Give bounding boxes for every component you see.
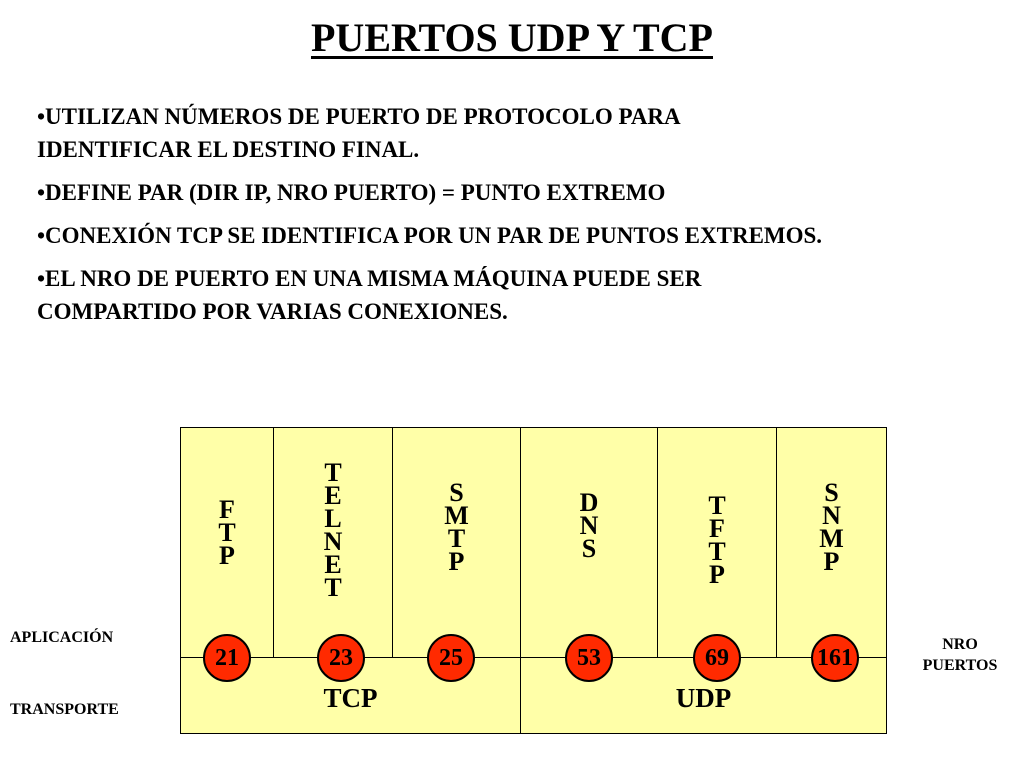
transport-label-udp: UDP <box>675 682 732 713</box>
bullet-list: •UTILIZAN NÚMEROS DE PUERTO DE PROTOCOLO… <box>37 100 1022 338</box>
app-cell-snmp <box>776 427 887 658</box>
transport-label-tcp: TCP <box>323 682 378 713</box>
slide-title-text: PUERTOS UDP Y TCP <box>311 15 713 60</box>
protocol-name-smtp: S M T P <box>444 478 469 576</box>
protocol-name-tftp: T F T P <box>708 491 726 589</box>
port-badge-25: 25 <box>427 634 475 682</box>
app-cell-dns <box>520 427 658 658</box>
ports-label: NRO PUERTOS <box>922 636 998 674</box>
protocol-name-dns: D N S <box>579 487 599 563</box>
slide-title: PUERTOS UDP Y TCP <box>0 14 1024 62</box>
app-cell-ftp <box>180 427 274 658</box>
port-badge-21: 21 <box>203 634 251 682</box>
layer-label-application: APLICACIÓN <box>10 629 114 646</box>
bullet-item: •EL NRO DE PUERTO EN UNA MISMA MÁQUINA P… <box>37 266 702 324</box>
app-cell-tftp <box>657 427 777 658</box>
port-badge-23: 23 <box>317 634 365 682</box>
port-badge-69: 69 <box>693 634 741 682</box>
layer-label-transport: TRANSPORTE <box>10 701 119 718</box>
protocol-name-ftp: F T P <box>218 494 236 570</box>
bullet-item: •DEFINE PAR (DIR IP, NRO PUERTO) = PUNTO… <box>37 180 666 205</box>
bullet-item: •UTILIZAN NÚMEROS DE PUERTO DE PROTOCOLO… <box>37 104 681 162</box>
port-badge-161: 161 <box>811 634 859 682</box>
protocol-name-telnet: T E L N E T <box>323 458 343 602</box>
bullet-item: •CONEXIÓN TCP SE IDENTIFICA POR UN PAR D… <box>37 223 823 248</box>
protocol-stack-diagram: F T P T E L N E T S M T P D N S T F T P … <box>180 427 887 734</box>
app-cell-telnet <box>273 427 393 658</box>
port-badge-53: 53 <box>565 634 613 682</box>
protocol-name-snmp: S N M P <box>819 478 844 576</box>
